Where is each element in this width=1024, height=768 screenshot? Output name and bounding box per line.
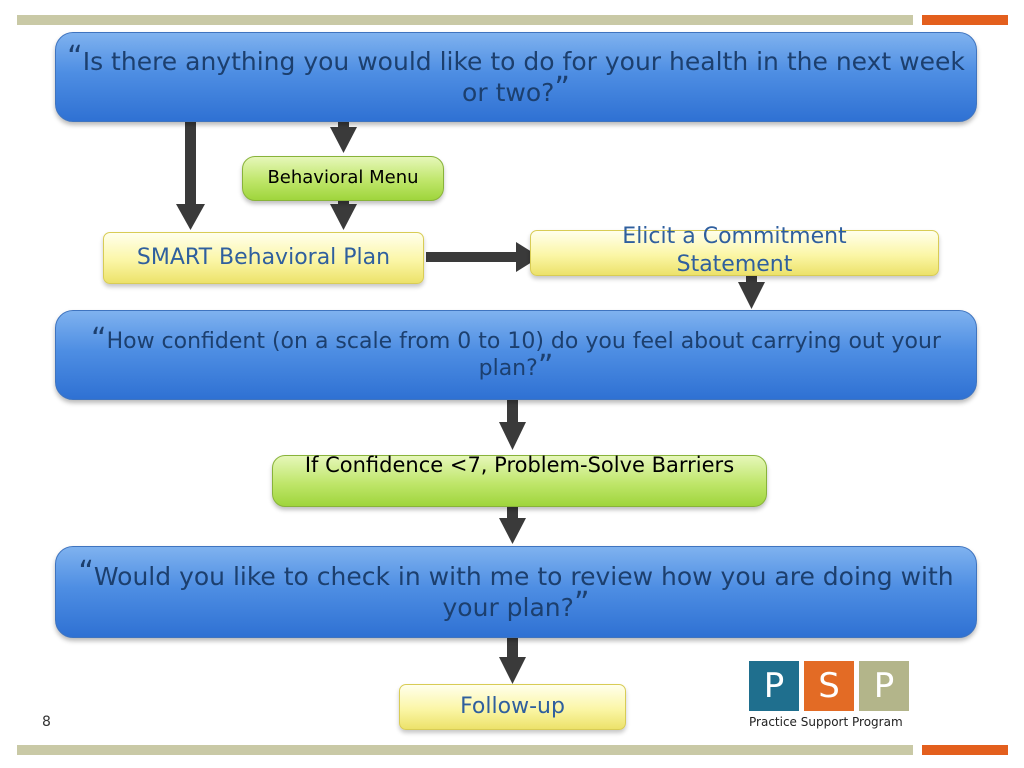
open-quote: “	[67, 39, 83, 75]
logo-letter-p2: P	[859, 661, 909, 711]
open-quote: “	[91, 321, 107, 357]
arrow-problem-solve-to-q3	[499, 506, 526, 544]
close-quote: ”	[537, 349, 554, 384]
problem-solve-label: If Confidence <7, Problem-Solve Barriers	[304, 453, 735, 477]
question-box-check-in: “Would you like to check in with me to r…	[55, 546, 977, 638]
question-box-confidence: “How confident (on a scale from 0 to 10)…	[55, 310, 977, 400]
top-orange-accent	[922, 15, 1008, 25]
bottom-orange-accent	[922, 745, 1008, 755]
question-text: How confident (on a scale from 0 to 10) …	[106, 328, 941, 382]
bottom-accent-bar	[17, 745, 913, 755]
arrow-q2-to-problem-solve	[499, 398, 526, 450]
smart-plan-box: SMART Behavioral Plan	[103, 232, 424, 284]
arrow-q1-to-smart-plan	[176, 112, 205, 230]
behavioral-menu-label: Behavioral Menu	[267, 167, 419, 189]
smart-plan-label: SMART Behavioral Plan	[136, 245, 391, 271]
commitment-label: Elicit a Commitment Statement	[622, 224, 847, 277]
open-quote: “	[78, 554, 94, 590]
arrow-q3-to-follow-up	[499, 636, 526, 684]
logo-letter-s: S	[804, 661, 854, 711]
close-quote: ”	[554, 71, 570, 106]
top-accent-bar	[17, 15, 913, 25]
arrow-behavioral-menu-to-smart-plan	[330, 199, 357, 230]
arrow-smart-plan-to-commitment	[426, 242, 540, 272]
behavioral-menu-box: Behavioral Menu	[242, 156, 444, 201]
page-number: 8	[42, 714, 51, 730]
question-text: Is there anything you would like to do f…	[82, 46, 965, 107]
close-quote: ”	[573, 586, 590, 621]
commitment-box: Elicit a Commitment Statement	[530, 224, 939, 277]
arrow-commitment-to-q2	[738, 276, 765, 309]
follow-up-label: Follow-up	[460, 694, 565, 720]
question-text: Would you like to check in with me to re…	[93, 561, 954, 622]
problem-solve-box: If Confidence <7, Problem-Solve Barriers	[272, 453, 767, 507]
follow-up-box: Follow-up	[399, 684, 626, 730]
psp-logo: P S P Practice Support Program	[749, 661, 919, 733]
logo-letter-p1: P	[749, 661, 799, 711]
logo-caption: Practice Support Program	[749, 715, 903, 729]
question-box-health-goal: “Is there anything you would like to do …	[55, 32, 977, 122]
